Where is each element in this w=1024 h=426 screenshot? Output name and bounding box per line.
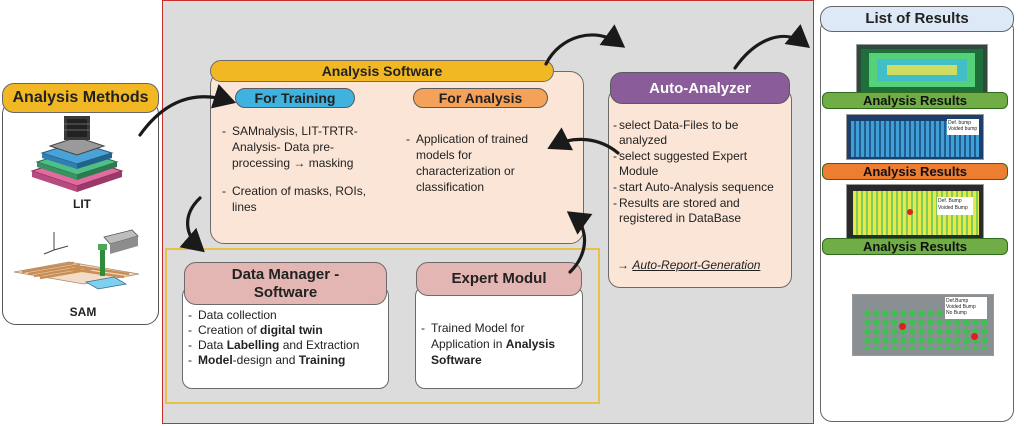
thumb4-legend-def: Def.Bump — [946, 298, 969, 304]
arrow-methods-to-software — [138, 83, 237, 137]
result-thumbnail-3: Def. Bump Voided Bump — [846, 184, 984, 240]
em-item-text: Trained Model for Application in — [431, 321, 525, 351]
analysis-list: Application of trained models for charac… — [406, 131, 556, 195]
data-manager-item: Creation of digital twin — [188, 323, 386, 338]
result-thumbnail-4: Def.Bump Voided Bump No Bump — [852, 294, 994, 356]
results-title: List of Results — [820, 6, 1014, 32]
dm-item-text: Creation of — [198, 323, 261, 337]
thumb3-legend-def: Def. Bump — [938, 198, 962, 204]
dm-item-bold: Labelling — [226, 338, 280, 352]
data-manager-group-outline — [165, 248, 600, 404]
expert-modul-list: Trained Model for Application in Analysi… — [421, 320, 579, 368]
arrow-software-to-autoanalyzer — [544, 24, 626, 66]
sam-label: SAM — [69, 305, 97, 319]
arrow-software-to-datamanager — [179, 196, 205, 253]
data-manager-item: Data Labelling and Extraction — [188, 338, 386, 353]
expert-modul-title: Expert Modul — [416, 262, 582, 296]
data-manager-item: Data collection — [188, 308, 386, 323]
arrow-autoanalyzer-to-analysis — [547, 127, 620, 155]
thumb3-legend-void: Voided Bump — [938, 205, 968, 211]
dm-item-text: and Extraction — [279, 338, 360, 352]
arrow-expert-to-autoanalyzer — [566, 211, 593, 274]
auto-analyzer-list: select Data-Files to be analyzed select … — [613, 118, 789, 226]
thumb2-legend-void: Voided bump — [948, 126, 978, 132]
dm-item-bold: Model — [198, 353, 233, 367]
data-manager-item: Model-design and Training — [188, 353, 386, 368]
data-manager-title-line1: Data Manager - — [231, 266, 340, 283]
analysis-item: Application of trained models for charac… — [406, 131, 556, 195]
for-training-header: For Training — [235, 88, 355, 108]
auto-report-text: Auto-Report-Generation — [632, 258, 761, 272]
lit-label: LIT — [73, 197, 91, 211]
sam-device-illustration — [14, 229, 140, 290]
auto-analyzer-item: select suggested Expert Module — [613, 149, 789, 179]
dm-item-bold: Training — [298, 353, 346, 367]
training-item: Creation of masks, ROIs, lines — [222, 183, 382, 215]
training-item: SAMnalysis, LIT-TRTR-Analysis- Data pre-… — [222, 123, 382, 171]
result-thumbnail-1 — [856, 44, 988, 96]
auto-analyzer-title: Auto-Analyzer — [610, 72, 790, 104]
auto-report-link[interactable]: → Auto-Report-Generation — [617, 258, 792, 274]
dm-item-bold: digital twin — [260, 323, 323, 337]
expert-modul-item: Trained Model for Application in Analysi… — [421, 320, 579, 368]
result-label-2: Analysis Results — [822, 163, 1008, 180]
em-item-bold: Analysis Software — [431, 337, 556, 367]
auto-analyzer-item: Results are stored and registered in Dat… — [613, 196, 789, 226]
arrow-autoanalyzer-to-results — [733, 24, 811, 70]
training-list: SAMnalysis, LIT-TRTR-Analysis- Data pre-… — [222, 123, 382, 215]
auto-analyzer-item: start Auto-Analysis sequence — [613, 180, 789, 195]
result-label-3: Analysis Results — [822, 238, 1008, 255]
dm-item-text: Data — [198, 338, 227, 352]
thumb4-legend-none: No Bump — [946, 310, 967, 316]
thumb4-legend-void: Voided Bump — [946, 304, 976, 310]
analysis-methods-title: Analysis Methods — [2, 83, 159, 113]
result-thumbnail-2: Def. bump Voided bump — [846, 114, 984, 160]
analysis-software-title: Analysis Software — [210, 60, 554, 82]
for-analysis-header: For Analysis — [413, 88, 548, 108]
data-manager-list: Data collection Creation of digital twin… — [188, 308, 386, 368]
dm-item-text: Data collection — [198, 308, 277, 322]
auto-report-arrow: → — [617, 258, 629, 272]
auto-analyzer-item: select Data-Files to be analyzed — [613, 118, 789, 148]
data-manager-title-line2: Software — [253, 284, 318, 301]
dm-item-text: -design and — [232, 353, 299, 367]
lit-device-illustration — [30, 116, 124, 192]
thumb2-legend-def: Def. bump — [948, 120, 972, 126]
result-label-1: Analysis Results — [822, 92, 1008, 109]
data-manager-title: Data Manager - Software — [184, 262, 387, 305]
